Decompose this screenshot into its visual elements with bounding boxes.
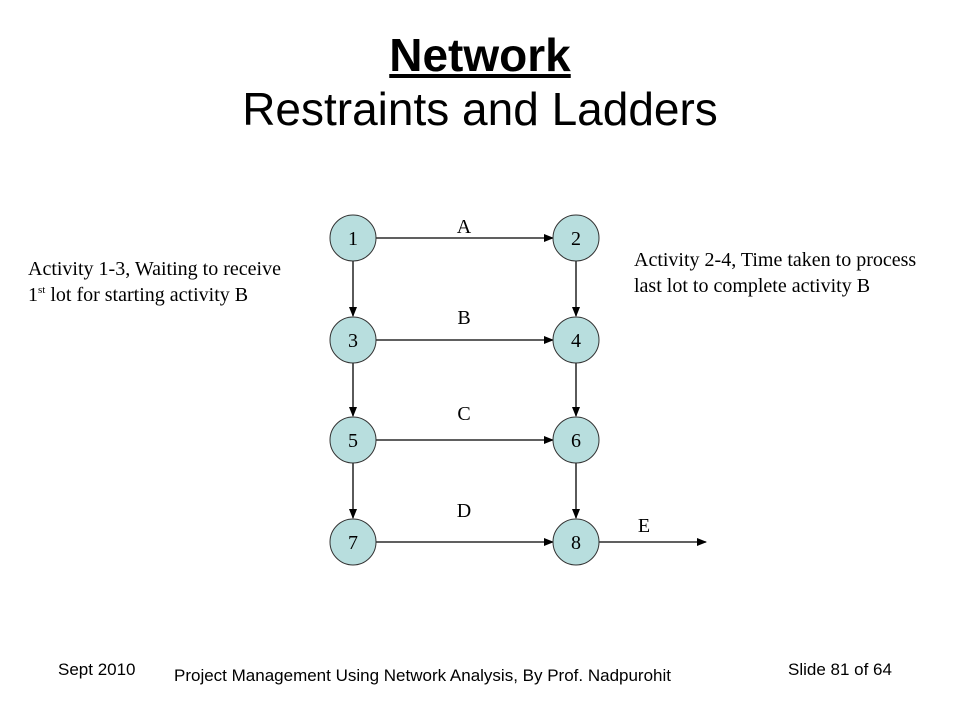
slide-title: Network Restraints and Ladders — [0, 28, 960, 136]
node-6: 6 — [552, 416, 600, 464]
node-7-label: 7 — [348, 532, 358, 554]
activity-label-a: A — [457, 216, 472, 238]
activity-label-d: D — [457, 500, 471, 522]
node-5-label: 5 — [348, 430, 358, 452]
node-5: 5 — [329, 416, 377, 464]
activity-label-e: E — [638, 515, 650, 537]
title-main: Network — [389, 29, 571, 81]
node-8-label: 8 — [571, 532, 581, 554]
node-2-label: 2 — [571, 228, 581, 250]
footer-course-title: Project Management Using Network Analysi… — [174, 666, 672, 685]
note-left-suffix: lot for starting activity B — [45, 284, 249, 306]
note-activity-2-4: Activity 2-4, Time taken to process last… — [634, 249, 917, 297]
note-activity-1-3: Activity 1-3, Waiting to receive 1st lot… — [28, 256, 288, 308]
node-3-label: 3 — [348, 330, 358, 352]
note-left-prefix: Activity 1-3, Waiting to receive 1 — [28, 258, 281, 306]
node-1: 1 — [329, 214, 377, 262]
activity-label-c: C — [457, 403, 470, 425]
node-4: 4 — [552, 316, 600, 364]
node-1-label: 1 — [348, 228, 358, 250]
node-6-label: 6 — [571, 430, 581, 452]
node-2: 2 — [552, 214, 600, 262]
footer-date: Sept 2010 — [58, 660, 136, 679]
node-8: 8 — [552, 518, 600, 566]
footer-slide-number: Slide 81 of 64 — [788, 660, 892, 679]
note-left-superscript: st — [38, 284, 46, 296]
node-4-label: 4 — [571, 330, 581, 352]
activity-label-b: B — [457, 307, 470, 329]
title-subtitle: Restraints and Ladders — [242, 83, 718, 135]
node-7: 7 — [329, 518, 377, 566]
node-3: 3 — [329, 316, 377, 364]
